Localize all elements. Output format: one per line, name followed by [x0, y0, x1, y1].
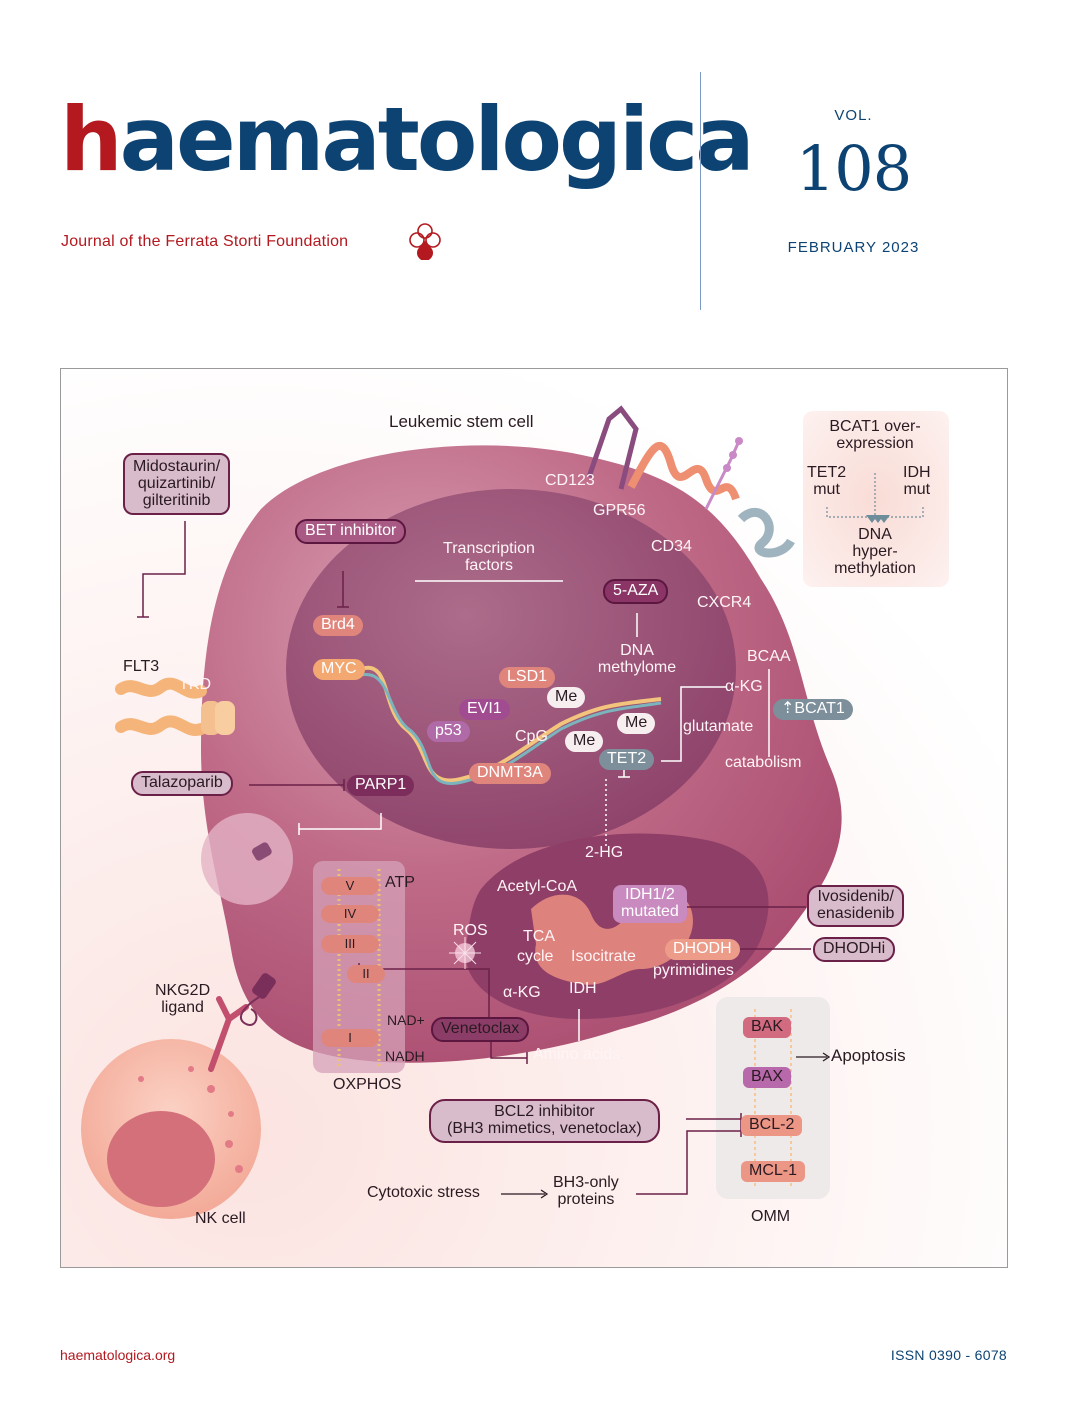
complex-iv: IV — [321, 905, 379, 923]
transcription-factors-title: Transcription factors — [443, 540, 535, 574]
me-badge-2: Me — [565, 731, 604, 752]
idh-mutated-pill: IDH1/2 mutated — [613, 885, 687, 923]
isocitrate-label: Isocitrate — [571, 948, 636, 965]
issn-number: ISSN 0390 - 6078 — [890, 1347, 1007, 1363]
bcat1-box-bg — [803, 411, 949, 587]
acetyl-coa-label: Acetyl-CoA — [497, 878, 578, 895]
logo-wordmark: aematologica — [119, 88, 755, 191]
alpha-kg-label: α-KG — [725, 678, 763, 695]
tet2-mut-label: TET2 mut — [807, 464, 847, 498]
gpr56-receptor — [627, 442, 740, 501]
foundation-trefoil-icon — [409, 223, 441, 260]
apoptosis-arrows — [501, 1052, 831, 1199]
cycle-label: cycle — [517, 948, 554, 965]
dhodhi-drug-pill: DHODHi — [813, 937, 896, 962]
idh-label: IDH — [569, 980, 597, 997]
dna-hypermethylation-label: DNA hyper- methylation — [834, 526, 916, 577]
journal-logo: haematologica — [60, 96, 755, 184]
amino-acids-label: Amino acids — [533, 1046, 621, 1063]
me-badge-1: Me — [547, 687, 586, 708]
mcl1-protein: MCL-1 — [741, 1161, 806, 1182]
nad-plus-label: NAD+ — [387, 1012, 425, 1028]
me-badge-3: Me — [617, 713, 656, 734]
apoptosis-label: Apoptosis — [831, 1046, 906, 1065]
cd123-receptor — [586, 405, 639, 490]
atp-label: ATP — [385, 874, 415, 891]
volume-number: 108 — [795, 132, 912, 205]
bcat1-overexpression-label: BCAT1 over- expression — [829, 418, 921, 452]
dnmt3a-pill: DNMT3A — [469, 763, 551, 784]
cytotoxic-stress-label: Cytotoxic stress — [367, 1184, 480, 1201]
pyrimidines-label: pyrimidines — [653, 962, 734, 979]
two-hg-label: 2-HG — [585, 844, 624, 861]
volume-label: VOL. — [834, 107, 873, 124]
cell-title: Leukemic stem cell — [389, 412, 534, 431]
omm-label: OMM — [751, 1208, 791, 1225]
issue-date: FEBRUARY 2023 — [787, 239, 920, 256]
oxphos-title: OXPHOS — [333, 1076, 402, 1093]
tet2-pill: TET2 — [599, 749, 655, 770]
cpg-label: CpG — [515, 728, 548, 745]
bcaa-label: BCAA — [747, 648, 791, 665]
marker-cxcr4: CXCR4 — [697, 594, 752, 611]
bcl2-protein: BCL-2 — [741, 1115, 803, 1136]
brd4-pill: Brd4 — [313, 615, 363, 636]
catabolism-label: catabolism — [725, 754, 802, 771]
parp1-pill: PARP1 — [347, 775, 415, 796]
nkg2d-ligand-label: NKG2D ligand — [155, 982, 211, 1016]
marker-cd123: CD123 — [545, 472, 595, 489]
nadh-label: NADH — [385, 1048, 425, 1064]
idh-mut-label: IDH mut — [903, 464, 931, 498]
bh3-only-proteins-label: BH3-only proteins — [553, 1174, 619, 1208]
tkd-label: TKD — [179, 676, 211, 693]
journal-website-link[interactable]: haematologica.org — [60, 1347, 176, 1363]
bcl2-inhibitor-drug-box: BCL2 inhibitor (BH3 mimetics, venetoclax… — [429, 1099, 660, 1143]
venetoclax-drug-pill: Venetoclax — [431, 1017, 530, 1042]
dna-methylome-label: DNA methylome — [597, 642, 677, 676]
talazoparib-drug-pill: Talazoparib — [131, 771, 233, 796]
up-arrow-icon: ⇡ — [781, 700, 795, 717]
omm-panel — [716, 997, 830, 1199]
nk-cell-label: NK cell — [195, 1210, 246, 1227]
journal-subtitle: Journal of the Ferrata Storti Foundation — [61, 233, 349, 250]
flt3-inhibitor-drug-box: Midostaurin/ quizartinib/ gilteritinib — [123, 453, 231, 516]
cxcr4-receptor — [737, 507, 795, 558]
cover-illustration: Leukemic stem cell CD123 GPR56 CD34 CXCR… — [60, 368, 1008, 1268]
nk-cell-nucleus — [107, 1111, 215, 1207]
vesicle — [201, 813, 293, 905]
flt3-label: FLT3 — [123, 658, 160, 675]
complex-v: V — [321, 877, 379, 895]
masthead-divider — [700, 72, 701, 310]
bcat1-pill: ⇡BCAT1 — [773, 699, 853, 720]
bax-protein: BAX — [743, 1067, 792, 1088]
complex-ii: II — [347, 965, 385, 983]
lsd1-pill: LSD1 — [499, 667, 556, 688]
evi1-pill: EVI1 — [459, 699, 510, 720]
bet-inhibitor-box: BET inhibitor — [295, 519, 407, 544]
alpha-kg-mito-label: α-KG — [503, 984, 541, 1001]
five-aza-drug-pill: 5-AZA — [603, 579, 669, 604]
logo-initial: h — [60, 88, 123, 191]
complex-i: I — [321, 1029, 379, 1047]
complex-iii: III — [321, 935, 379, 953]
p53-pill: p53 — [427, 721, 470, 742]
ros-label: ROS — [453, 922, 488, 939]
dhodh-pill: DHODH — [665, 939, 740, 960]
marker-cd34: CD34 — [651, 538, 692, 555]
tca-label: TCA — [523, 928, 555, 945]
bak-protein: BAK — [743, 1017, 792, 1038]
marker-gpr56: GPR56 — [593, 502, 646, 519]
glutamate-label: glutamate — [683, 718, 754, 735]
myc-pill: MYC — [313, 659, 365, 680]
ivosidenib-drug-box: Ivosidenib/ enasidenib — [807, 885, 905, 927]
